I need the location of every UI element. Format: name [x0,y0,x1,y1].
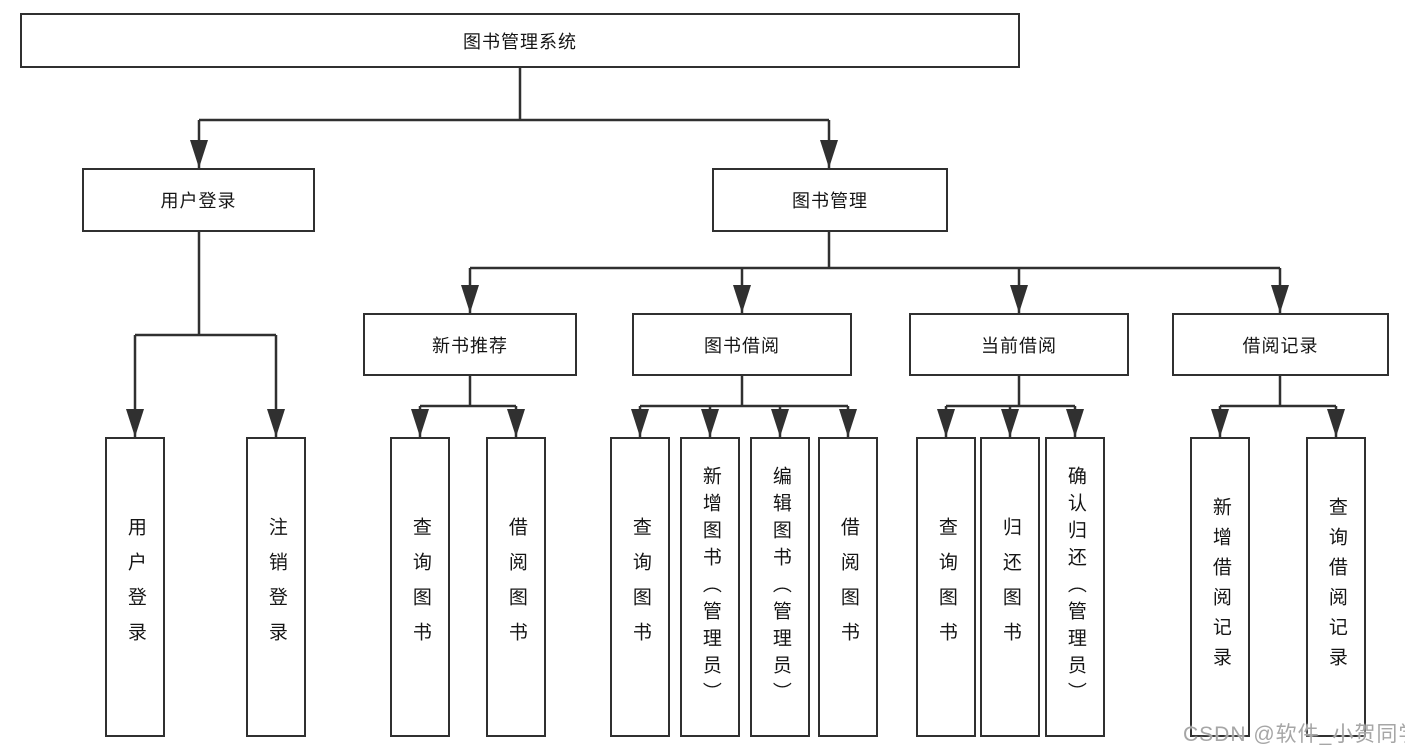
leaf-user-login: 用户登录 [105,437,165,737]
node-new-book-recommend: 新书推荐 [363,313,577,376]
leaf-bb-borrow-books: 借阅图书 [818,437,878,737]
node-user-login: 用户登录 [82,168,315,232]
leaf-nbr-borrow-books: 借阅图书 [486,437,546,737]
leaf-nbr-borrow-books-label: 借阅图书 [505,517,527,657]
leaf-cb-return-books: 归还图书 [980,437,1040,737]
leaf-br-query-record: 查询借阅记录 [1306,437,1366,737]
leaf-bb-query-books: 查询图书 [610,437,670,737]
leaf-cb-query-books-label: 查询图书 [935,517,957,657]
leaf-bb-add-books-admin: 新增图书（管理员） [680,437,740,737]
leaf-br-add-record-label: 新增借阅记录 [1209,497,1231,677]
node-book-management: 图书管理 [712,168,948,232]
node-root-label: 图书管理系统 [463,31,577,52]
leaf-bb-add-books-admin-label: 新增图书（管理员） [699,465,721,709]
node-current-borrow: 当前借阅 [909,313,1129,376]
leaf-cb-confirm-return-admin: 确认归还（管理员） [1045,437,1105,737]
leaf-cb-confirm-return-admin-label: 确认归还（管理员） [1064,465,1086,709]
leaf-cb-return-books-label: 归还图书 [999,517,1021,657]
leaf-nbr-query-books: 查询图书 [390,437,450,737]
node-root: 图书管理系统 [20,13,1020,68]
leaf-bb-edit-books-admin-label: 编辑图书（管理员） [769,465,791,709]
arrowheads [126,140,1345,437]
leaf-logout: 注销登录 [246,437,306,737]
node-book-management-label: 图书管理 [792,191,868,211]
node-book-borrow: 图书借阅 [632,313,852,376]
leaf-bb-query-books-label: 查询图书 [629,517,651,657]
leaf-nbr-query-books-label: 查询图书 [409,517,431,657]
node-user-login-label: 用户登录 [160,191,237,211]
node-borrow-records: 借阅记录 [1172,313,1389,376]
leaf-bb-edit-books-admin: 编辑图书（管理员） [750,437,810,737]
leaf-logout-label: 注销登录 [265,517,287,657]
node-book-borrow-label: 图书借阅 [704,335,780,356]
leaf-cb-query-books: 查询图书 [916,437,976,737]
leaf-bb-borrow-books-label: 借阅图书 [837,517,859,657]
leaf-br-add-record: 新增借阅记录 [1190,437,1250,737]
leaf-br-query-record-label: 查询借阅记录 [1325,497,1347,677]
node-new-book-recommend-label: 新书推荐 [432,335,508,356]
node-current-borrow-label: 当前借阅 [981,335,1057,356]
leaf-user-login-label: 用户登录 [124,517,146,657]
node-borrow-records-label: 借阅记录 [1242,335,1319,356]
